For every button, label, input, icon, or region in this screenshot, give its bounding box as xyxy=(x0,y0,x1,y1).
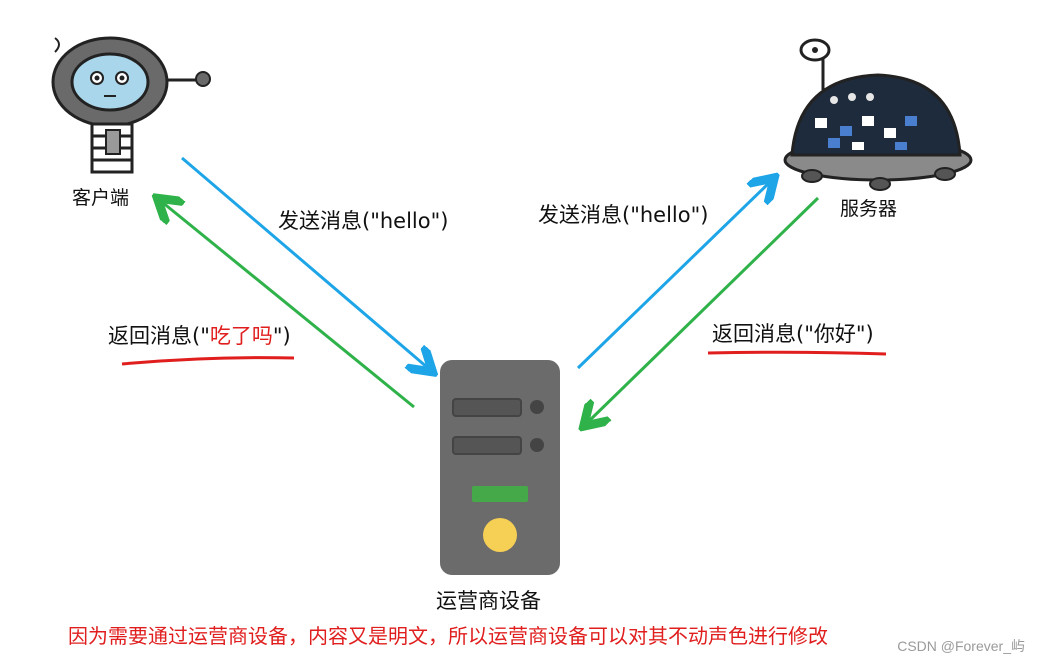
server-ufo-icon xyxy=(783,38,973,191)
send-message-left: 发送消息("hello") xyxy=(278,209,449,233)
send-message-right: 发送消息("hello") xyxy=(538,203,709,227)
server-label: 服务器 xyxy=(840,198,898,220)
client-label: 客户端 xyxy=(72,187,130,209)
watermark: CSDN @Forever_屿 xyxy=(897,638,1025,654)
reply-arrow-server-to-carrier xyxy=(588,196,820,422)
reply-arrow-carrier-to-client xyxy=(162,202,415,409)
note-text: 因为需要通过运营商设备，内容又是明文，所以运营商设备可以对其不动声色进行修改 xyxy=(68,624,828,648)
reply-left-suffix: ") xyxy=(272,324,291,348)
carrier-device-icon xyxy=(440,360,560,575)
send-arrow-client-to-carrier xyxy=(181,156,428,368)
reply-left-highlight: 吃了吗 xyxy=(209,324,273,348)
reply-left-prefix: 返回消息(" xyxy=(108,324,210,348)
reply-message-left: 返回消息("吃了吗") xyxy=(108,320,291,350)
carrier-label: 运营商设备 xyxy=(436,589,541,613)
underline-reply-left xyxy=(121,356,295,366)
underline-reply-right xyxy=(707,350,887,356)
reply-message-right: 返回消息("你好") xyxy=(712,322,874,346)
send-arrow-carrier-to-server xyxy=(576,182,770,370)
client-robot-icon xyxy=(51,36,211,174)
